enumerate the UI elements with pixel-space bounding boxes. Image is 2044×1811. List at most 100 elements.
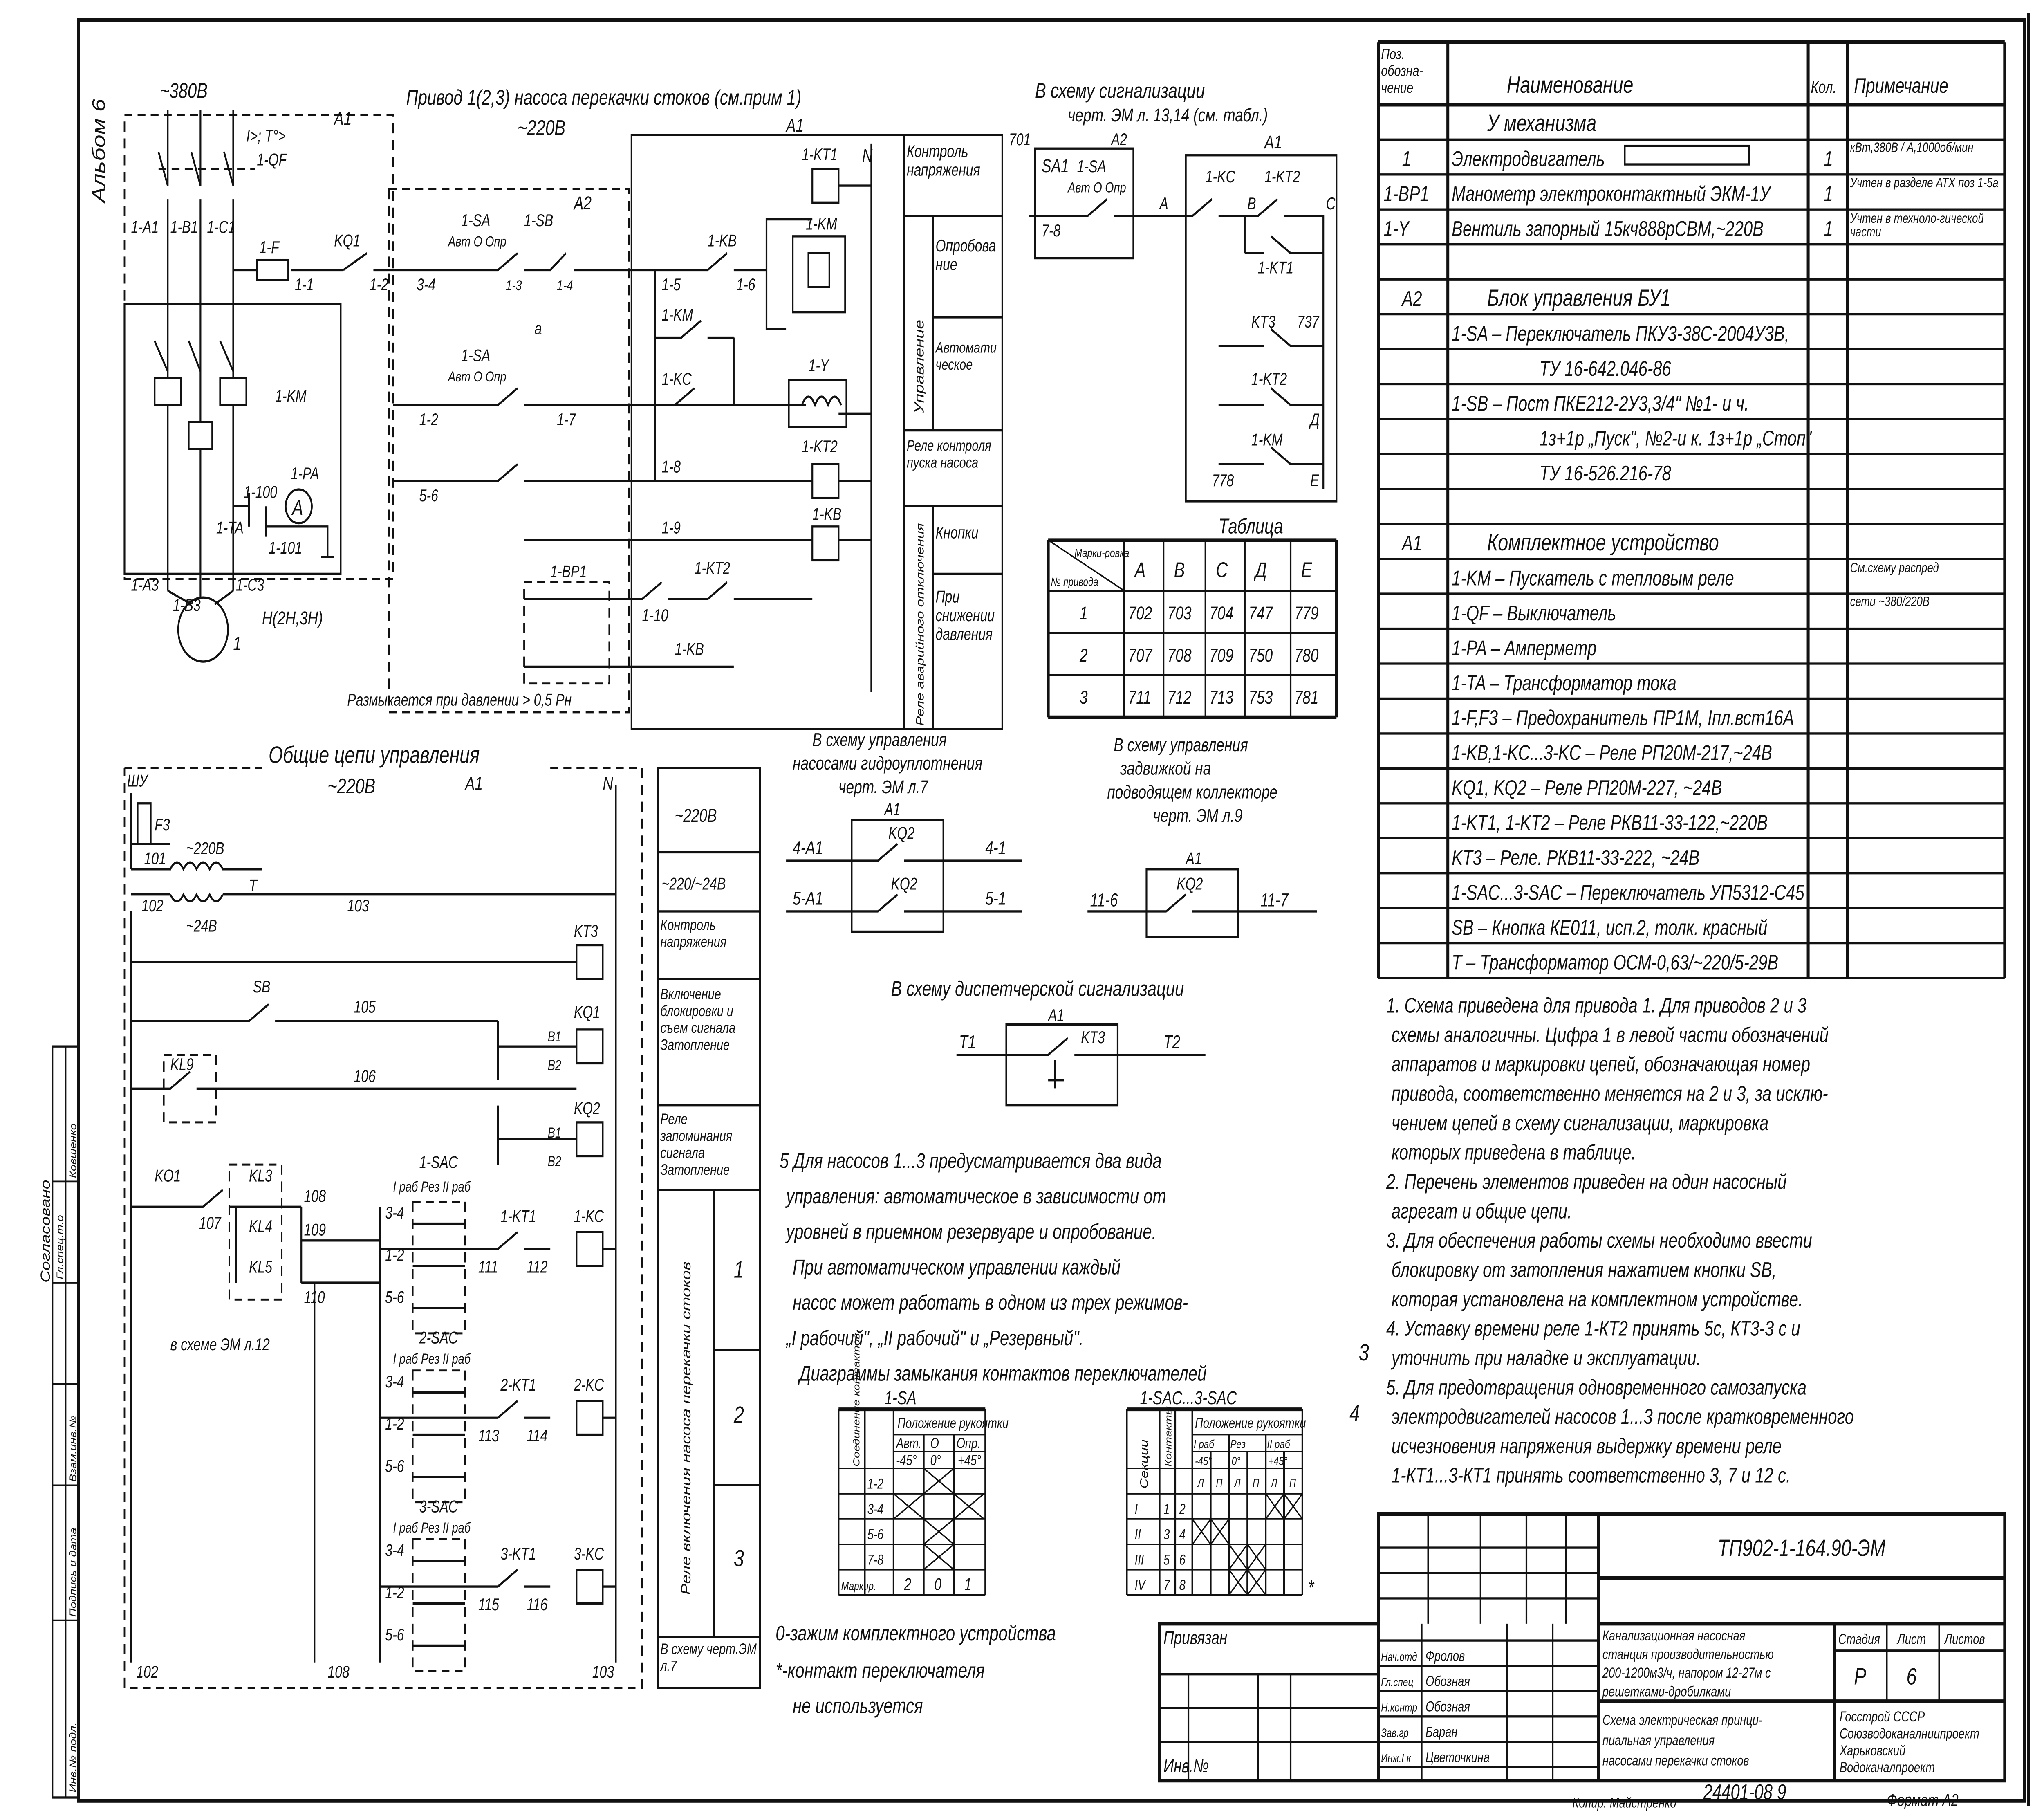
parts-note (1847, 769, 2005, 802)
power-label: KQ1 (334, 231, 360, 250)
power-label: 1-C3 (236, 576, 264, 595)
hydro-label: KQ2 (888, 824, 914, 843)
table-cell: 702 (1128, 603, 1152, 624)
note-line: агрегат и общие цепи. (1392, 1199, 1572, 1223)
control-label: 1-9 (662, 518, 681, 537)
table-column-header: Д (1253, 558, 1267, 582)
general-label: B2 (548, 1153, 561, 1169)
drawing-title-line: Схема электрическая принци- (1602, 1712, 1762, 1728)
sa-angle: -45° (896, 1452, 917, 1468)
project-title-line: Канализационная насосная (1602, 1628, 1746, 1644)
sac-contact: 3 (1163, 1526, 1170, 1542)
parts-note (1847, 699, 2005, 732)
parts-name: 1з+1р „Пуск", №2-и к. 1з+1р „Стоп" (1540, 426, 1812, 450)
parts-name: Комплектное устройство (1487, 529, 1719, 556)
control-label: 1-KB (708, 231, 737, 250)
signal-label: 1-KT2 (1251, 370, 1287, 388)
valve-label: KQ2 (1177, 874, 1203, 893)
parts-note: сети ~380/220В (1850, 595, 1930, 610)
general-label: ШУ (127, 772, 149, 790)
side-label-testing: Опробование (935, 238, 996, 275)
power-label: 1-1 (295, 275, 314, 294)
sheet-label: Лист (1896, 1631, 1926, 1647)
stamp-chief-spec: Гл.спец.т.о (55, 1215, 65, 1279)
control-label: 1-3 (506, 278, 522, 294)
parts-name: Манометр электроконтактный ЭКМ-1У (1452, 182, 1772, 206)
pump-number: 1 (734, 1256, 744, 1283)
signal-label: 737 (1297, 312, 1320, 331)
parts-note (1847, 525, 2005, 558)
table-cell: 703 (1168, 603, 1192, 624)
contact-closed-mark (1228, 1569, 1248, 1596)
general-label: в схеме ЭМ л.12 (170, 1335, 270, 1354)
power-label: 1-B1 (170, 218, 198, 237)
table-cell: 750 (1248, 645, 1273, 666)
control-label: 1-KM (806, 215, 837, 233)
power-label: 1-TA (216, 518, 244, 537)
general-label: B1 (548, 1125, 561, 1141)
rule-line (1048, 539, 1125, 592)
sac-angle: -45° (1195, 1455, 1212, 1468)
contact-closed-mark (1265, 1493, 1285, 1520)
sac-position-header: Положение рукоятки (1195, 1415, 1306, 1431)
signature-name: Баран (1425, 1724, 1457, 1740)
contact-closed-mark (923, 1544, 955, 1571)
parts-name: ТУ 16-642.046-86 (1540, 357, 1671, 380)
parts-qty: 1 (1824, 182, 1833, 206)
note-line: которых приведена в таблице. (1392, 1140, 1636, 1164)
general-label: 111 (478, 1257, 498, 1276)
control-label: 1-SB (524, 211, 553, 230)
sac-name: 1-SAC...3-SAC (1140, 1387, 1237, 1408)
project-title-line: станция производительностью (1602, 1646, 1774, 1662)
left-approval-stamp: Согласовано Гл.спец.т.о Ковшенко Взам.ин… (38, 1045, 80, 1799)
sac-angle: 0° (1232, 1455, 1240, 1468)
note-line: При автоматическом управлении каждый (793, 1255, 1121, 1279)
general-label: 101 (144, 849, 166, 868)
sac-mode: II раб (1267, 1438, 1291, 1451)
signal-label: 701 (1009, 130, 1031, 149)
sa-marking-label: Маркир. (841, 1580, 876, 1593)
valve-1-Y (788, 379, 847, 428)
signature-name: Обозная (1425, 1673, 1470, 1689)
organization-line: Госстрой СССР (1840, 1709, 1925, 1725)
sac-side: П (1253, 1477, 1259, 1490)
general-label: F3 (155, 815, 170, 834)
signal-title: В схему сигнализации (1035, 79, 1205, 102)
general-side-label: Реле запоминания сигнала Затопление (660, 1111, 733, 1178)
general-voltage: ~220В (327, 774, 375, 798)
power-label: 1 (233, 633, 242, 654)
valve-label: A1 (1185, 849, 1202, 868)
parts-name: T – Трансформатор ОСМ-0,63/~220/5-29В (1452, 950, 1778, 974)
legend-line: 0-зажим комплектного устройства (775, 1621, 1056, 1645)
power-label: 1-A1 (131, 218, 159, 237)
note-line: 3. Для обеспечения работы схемы необходи… (1386, 1228, 1812, 1252)
sac-sections-header: Секции (1138, 1439, 1150, 1488)
signal-label: A1 (1264, 132, 1282, 153)
signal-label: 1-KC (1206, 167, 1235, 186)
power-label: 1-QF (257, 150, 287, 169)
general-label: 1-2 (385, 1246, 404, 1265)
general-label: 102 (136, 1663, 158, 1681)
control-label: Размыкается при давлении > 0,5 Рн (347, 691, 572, 709)
parts-note (1847, 909, 2005, 942)
parts-name: 1-QF – Выключатель (1452, 601, 1616, 625)
general-label: 1-2 (385, 1414, 404, 1433)
power-title: Привод 1(2,3) насоса перекачки стоков (с… (406, 85, 802, 109)
table-cell: 712 (1168, 687, 1192, 708)
inventory-label: Инв.№ (1163, 1755, 1209, 1776)
power-label: 1-KM (275, 387, 307, 406)
side-label-automatic: Автоматическое (935, 339, 997, 373)
drawing-title-line: пиальная управления (1602, 1732, 1715, 1748)
header-qty: Кол. (1811, 78, 1836, 96)
control-label: 1-KT2 (695, 559, 730, 578)
general-label: KT3 (574, 922, 598, 940)
sac-angle: +45° (1269, 1455, 1288, 1468)
sheet-value: 6 (1906, 1663, 1916, 1690)
control-label: 1-8 (662, 458, 681, 476)
sac-section: II (1135, 1526, 1141, 1542)
control-label: A1 (785, 115, 804, 136)
note-line: 2. Перечень элементов приведен на один н… (1386, 1170, 1786, 1194)
note-line: 4. Уставку времени реле 1-КТ2 принять 5с… (1386, 1317, 1800, 1340)
